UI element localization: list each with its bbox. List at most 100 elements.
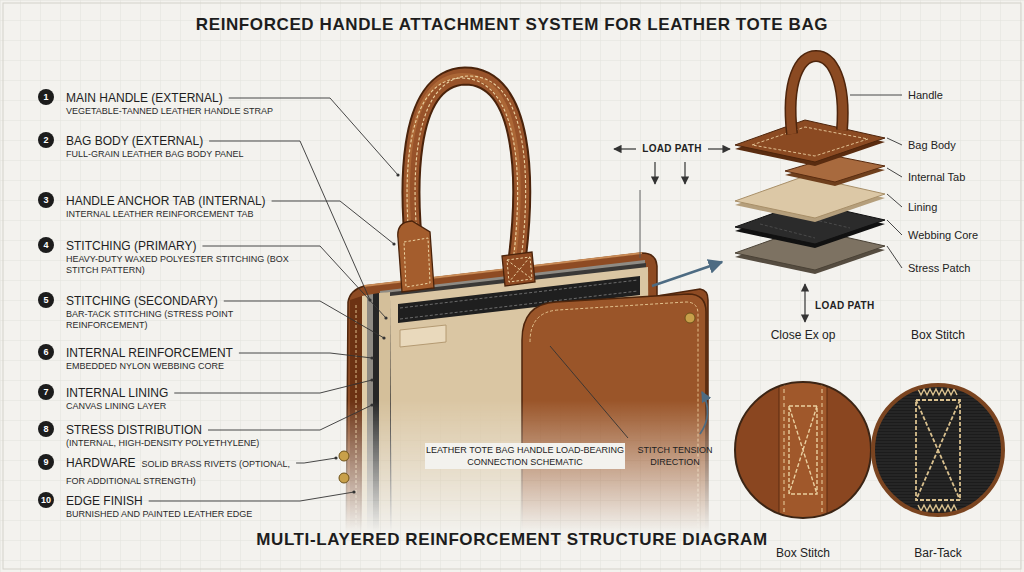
webbing-weave	[873, 490, 1003, 491]
leader-line	[850, 95, 902, 96]
bar-tack	[918, 389, 957, 395]
callout-badge: 6	[38, 344, 54, 360]
leader-dot	[370, 356, 373, 359]
annotation-label: STITCH TENSION DIRECTION	[632, 444, 718, 468]
webbing-weave	[873, 454, 1003, 455]
callout-description: INTERNAL LEATHER REINFORCEMENT TAB	[66, 209, 296, 220]
callout: 4STITCHING (PRIMARY)HEAVY-DUTY WAXED POL…	[38, 237, 313, 276]
grey-edge-layer	[367, 294, 373, 565]
callout: 10EDGE FINISHBURNISHED AND PAINTED LEATH…	[38, 492, 313, 520]
main-handle	[398, 75, 535, 292]
webbing-weave	[873, 439, 1003, 440]
webbing-weave	[873, 415, 1003, 416]
leader-dot	[396, 173, 399, 176]
callout: 9HARDWARESOLID BRASS RIVETS (OPTIONAL, F…	[38, 454, 313, 488]
webbing-weave	[873, 442, 1003, 443]
callout-description: BAR-TACK STITCHING (STRESS POINT REINFOR…	[66, 309, 296, 331]
diagram-caption: MULTI-LAYERED REINFORCEMENT STRUCTURE DI…	[0, 529, 1024, 551]
callout-number: 10	[38, 492, 54, 508]
callout-heading: INTERNAL REINFORCEMENT	[66, 345, 233, 361]
box-stitch	[404, 238, 430, 287]
leader-line	[887, 246, 902, 268]
leader-line	[239, 353, 372, 358]
webbing-weave	[873, 421, 1003, 422]
leader-line	[887, 138, 902, 145]
annotation-label: LOAD PATH	[632, 142, 712, 155]
box-stitch	[916, 400, 960, 500]
callout-badge: 4	[38, 237, 54, 253]
webbing-weave	[873, 487, 1003, 488]
callout: 8STRESS DISTRIBUTION(INTERNAL, HIGH-DENS…	[38, 421, 313, 449]
annotation-label: LEATHER TOTE BAG HANDLE LOAD-BEARING CON…	[425, 443, 625, 469]
bag-body	[346, 253, 708, 565]
webbing-weave	[873, 505, 1003, 506]
webbing-weave	[873, 433, 1003, 434]
edge-stitch	[784, 382, 822, 518]
detail-view: Box StitchBar-Tack	[863, 327, 1013, 567]
annotation-label: Stress Patch	[908, 261, 970, 275]
leader-dot	[392, 242, 395, 245]
detail-caption: Bar-Tack	[863, 545, 1013, 561]
diagram-title: REINFORCED HANDLE ATTACHMENT SYSTEM FOR …	[0, 14, 1024, 36]
webbing-weave	[873, 427, 1003, 428]
callout-description: EMBEDDED NYLON WEBBING CORE	[66, 361, 296, 372]
callout-heading: MAIN HANDLE (EXTERNAL)	[66, 90, 223, 106]
leader-line	[224, 301, 384, 338]
callout-heading: HANDLE ANCHOR TAB (INTERNAL)	[66, 193, 266, 209]
callout-heading: STITCHING (SECONDARY)	[66, 293, 218, 309]
callout-badge: 9	[38, 454, 54, 470]
webbing-weave	[873, 466, 1003, 467]
bar-tack	[918, 505, 957, 511]
lining-layer	[735, 176, 885, 218]
tote-bag	[346, 253, 708, 565]
callout-heading: BAG BODY (EXTERNAL)	[66, 133, 203, 149]
callout-badge: 3	[38, 192, 54, 208]
page-frame	[3, 3, 1021, 569]
detail-circle	[728, 327, 878, 567]
webbing-weave	[873, 472, 1003, 473]
leader-line	[272, 201, 394, 244]
annotation-label: Webbing Core	[908, 228, 978, 242]
webbing-weave	[873, 463, 1003, 464]
webbing-ground	[873, 385, 1003, 515]
exploded-handle	[791, 56, 843, 134]
callout-heading: STITCHING (PRIMARY)	[66, 238, 196, 254]
leader-line	[296, 458, 336, 463]
detail-heading: Box Stitch	[863, 327, 1013, 343]
callout-number: 4	[38, 237, 54, 253]
leader-line	[149, 492, 354, 501]
handle-strap-tab	[502, 252, 535, 286]
callout-number: 6	[38, 344, 54, 360]
webbing-weave	[873, 448, 1003, 449]
webbing-weave	[873, 397, 1003, 398]
annotation-label: LOAD PATH	[815, 299, 875, 312]
webbing-weave	[873, 391, 1003, 392]
load-arrow	[804, 284, 805, 322]
callout-number: 3	[38, 192, 54, 208]
callout-description: VEGETABLE-TANNED LEATHER HANDLE STRAP	[66, 106, 296, 117]
lining-edge-layer	[379, 292, 390, 565]
leader-dot	[370, 403, 373, 406]
webbing-weave	[873, 478, 1003, 479]
rivets	[339, 313, 695, 483]
pocket-stitch	[530, 302, 698, 545]
callout-number: 8	[38, 421, 54, 437]
webbing-weave	[873, 412, 1003, 413]
detail-content	[873, 385, 1003, 515]
callout: 1MAIN HANDLE (EXTERNAL)VEGETABLE-TANNED …	[38, 89, 313, 117]
callout-number: 5	[38, 292, 54, 308]
webbing-weave	[873, 430, 1003, 431]
callout-heading: STRESS DISTRIBUTION	[66, 422, 202, 438]
annotation-label: Internal Tab	[908, 170, 965, 184]
callout: 6 INTERNAL REINFORCEMENTEMBEDDED NYLON WE…	[38, 344, 313, 372]
canvas-edge-layer	[362, 295, 367, 565]
callout-description: FULL-GRAIN LEATHER BAG BODY PANEL	[66, 149, 296, 160]
leader-line	[887, 194, 902, 207]
tension-arrow	[700, 392, 708, 434]
load-arrow	[708, 148, 730, 149]
webbing-weave	[873, 436, 1003, 437]
